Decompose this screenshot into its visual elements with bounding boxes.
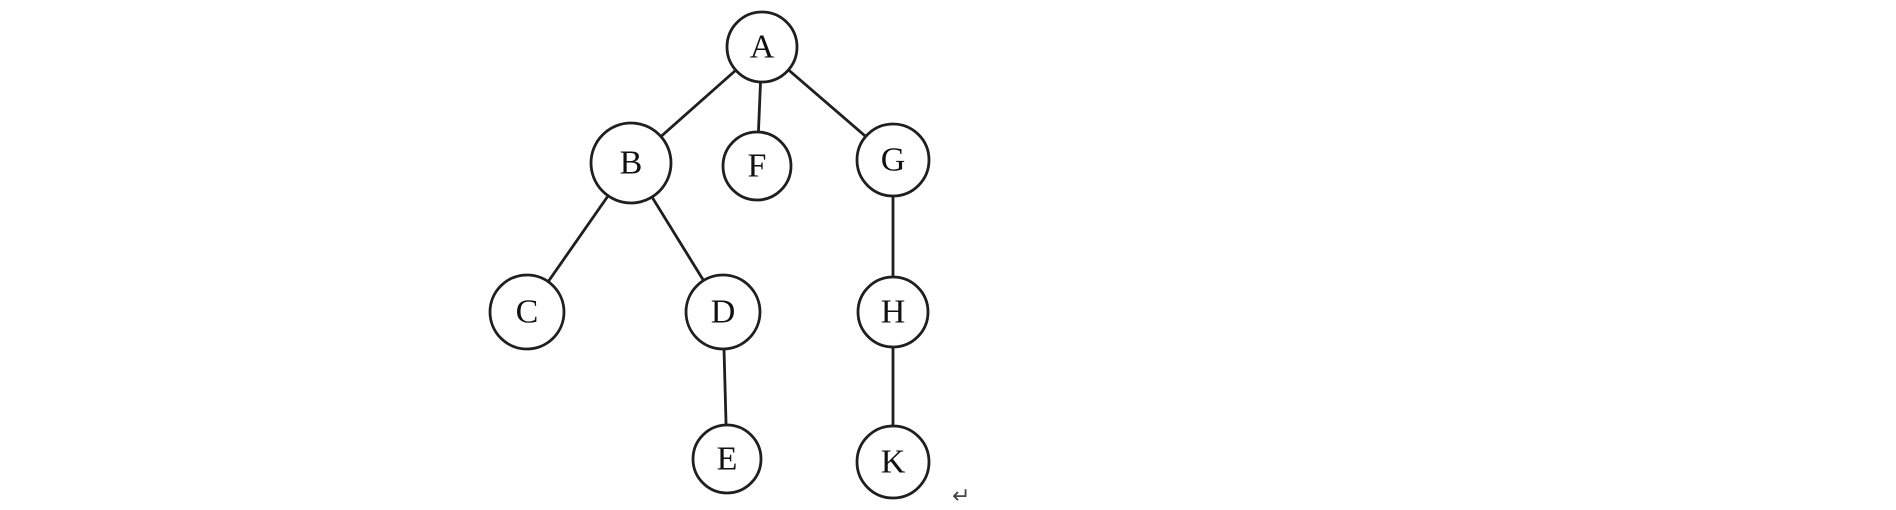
node-label-H: H — [881, 294, 906, 331]
tree-node-H: H — [856, 275, 930, 349]
node-circle-C — [488, 273, 566, 351]
node-circle-K — [855, 424, 931, 500]
tree-node-E: E — [691, 423, 763, 495]
tree-node-D: D — [684, 273, 762, 351]
node-label-B: B — [620, 145, 643, 182]
tree-node-B: B — [589, 121, 673, 205]
node-circle-B — [589, 121, 673, 205]
tree-node-A: A — [725, 10, 799, 84]
tree-node-F: F — [721, 130, 793, 202]
node-circle-G — [855, 122, 931, 198]
tree-node-C: C — [488, 273, 566, 351]
tree-node-K: K — [855, 424, 931, 500]
node-circle-E — [691, 423, 763, 495]
node-label-K: K — [881, 444, 906, 481]
node-label-E: E — [717, 441, 738, 478]
node-label-A: A — [750, 29, 775, 66]
node-label-G: G — [881, 142, 906, 179]
node-label-D: D — [711, 294, 736, 331]
node-circle-H — [856, 275, 930, 349]
paragraph-return-mark-icon: ↵ — [952, 484, 970, 509]
tree-node-G: G — [855, 122, 931, 198]
node-circle-F — [721, 130, 793, 202]
node-label-F: F — [748, 148, 767, 185]
node-label-C: C — [516, 294, 539, 331]
node-circle-D — [684, 273, 762, 351]
node-circle-A — [725, 10, 799, 84]
